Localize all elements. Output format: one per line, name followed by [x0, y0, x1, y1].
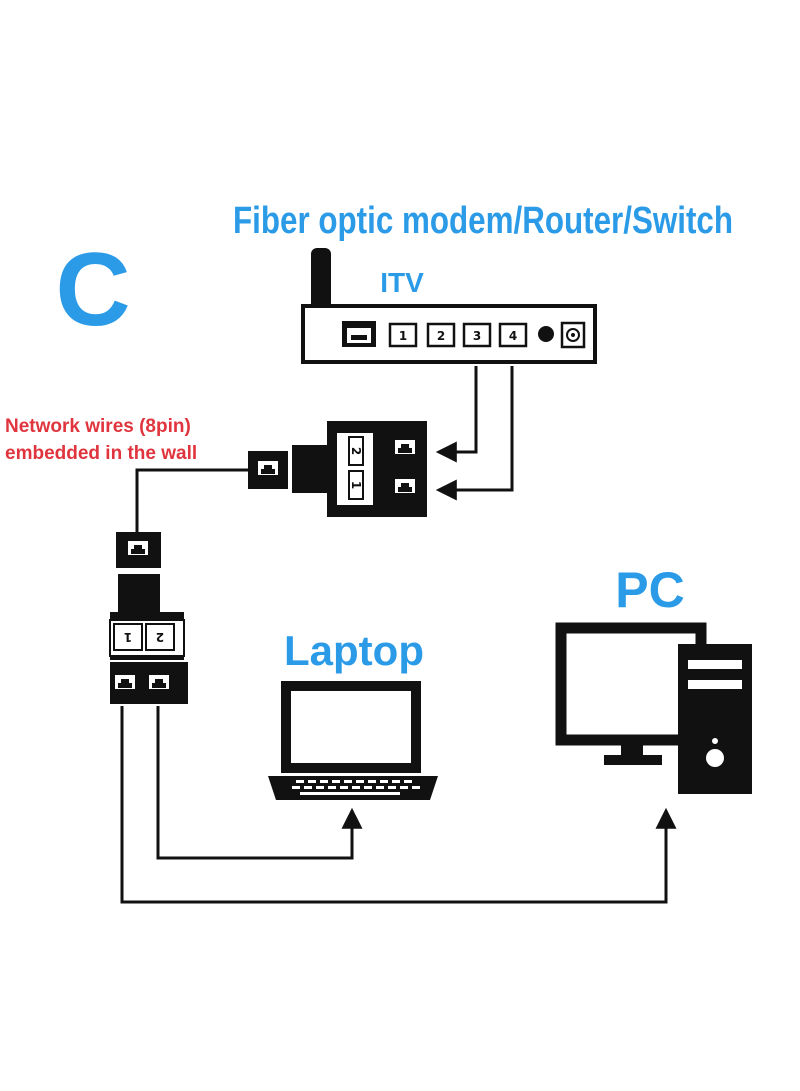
svg-text:2: 2: [437, 329, 445, 343]
wall-port-bottom: [116, 532, 161, 568]
lan-port-2: 2: [426, 322, 456, 348]
splitter-top-num-1: 1: [349, 481, 363, 489]
splitter-top-num-2: 2: [349, 447, 363, 455]
router-title: Fiber optic modem/Router/Switch: [233, 200, 733, 242]
wire-router-to-splitter-a: [435, 366, 478, 463]
lan-port-3: 3: [462, 322, 492, 348]
laptop-label: Laptop: [284, 627, 424, 674]
wall-port-top: [248, 451, 288, 489]
lan-port-1: 1: [388, 322, 418, 348]
pc-label: PC: [615, 562, 684, 618]
splitter-bottom-num-1: 1: [124, 630, 132, 644]
wan-port: [342, 321, 376, 347]
laptop-icon: [268, 681, 438, 800]
splitter-bottom-num-2: 2: [156, 630, 164, 644]
splitter-bottom: 1 2: [109, 574, 188, 704]
variant-letter: C: [55, 232, 130, 348]
svg-text:4: 4: [509, 329, 517, 343]
splitter-top: 2 1: [292, 421, 427, 517]
wire-to-pc: [120, 706, 677, 904]
wire-to-laptop: [156, 706, 363, 860]
wall-note-line1: Network wires (8pin): [5, 416, 191, 437]
wall-note-line2: embedded in the wall: [5, 443, 197, 464]
led-indicator: [538, 326, 554, 342]
router-device: 1 2 3 4: [301, 248, 597, 364]
wire-router-to-splitter-b: [435, 366, 514, 501]
svg-text:3: 3: [473, 329, 481, 343]
wall-wire: [135, 468, 248, 533]
pc-icon: [555, 622, 752, 794]
itv-label: ITV: [380, 267, 424, 298]
lan-port-4: 4: [498, 322, 528, 348]
svg-text:1: 1: [399, 329, 407, 343]
power-jack: [560, 321, 586, 349]
